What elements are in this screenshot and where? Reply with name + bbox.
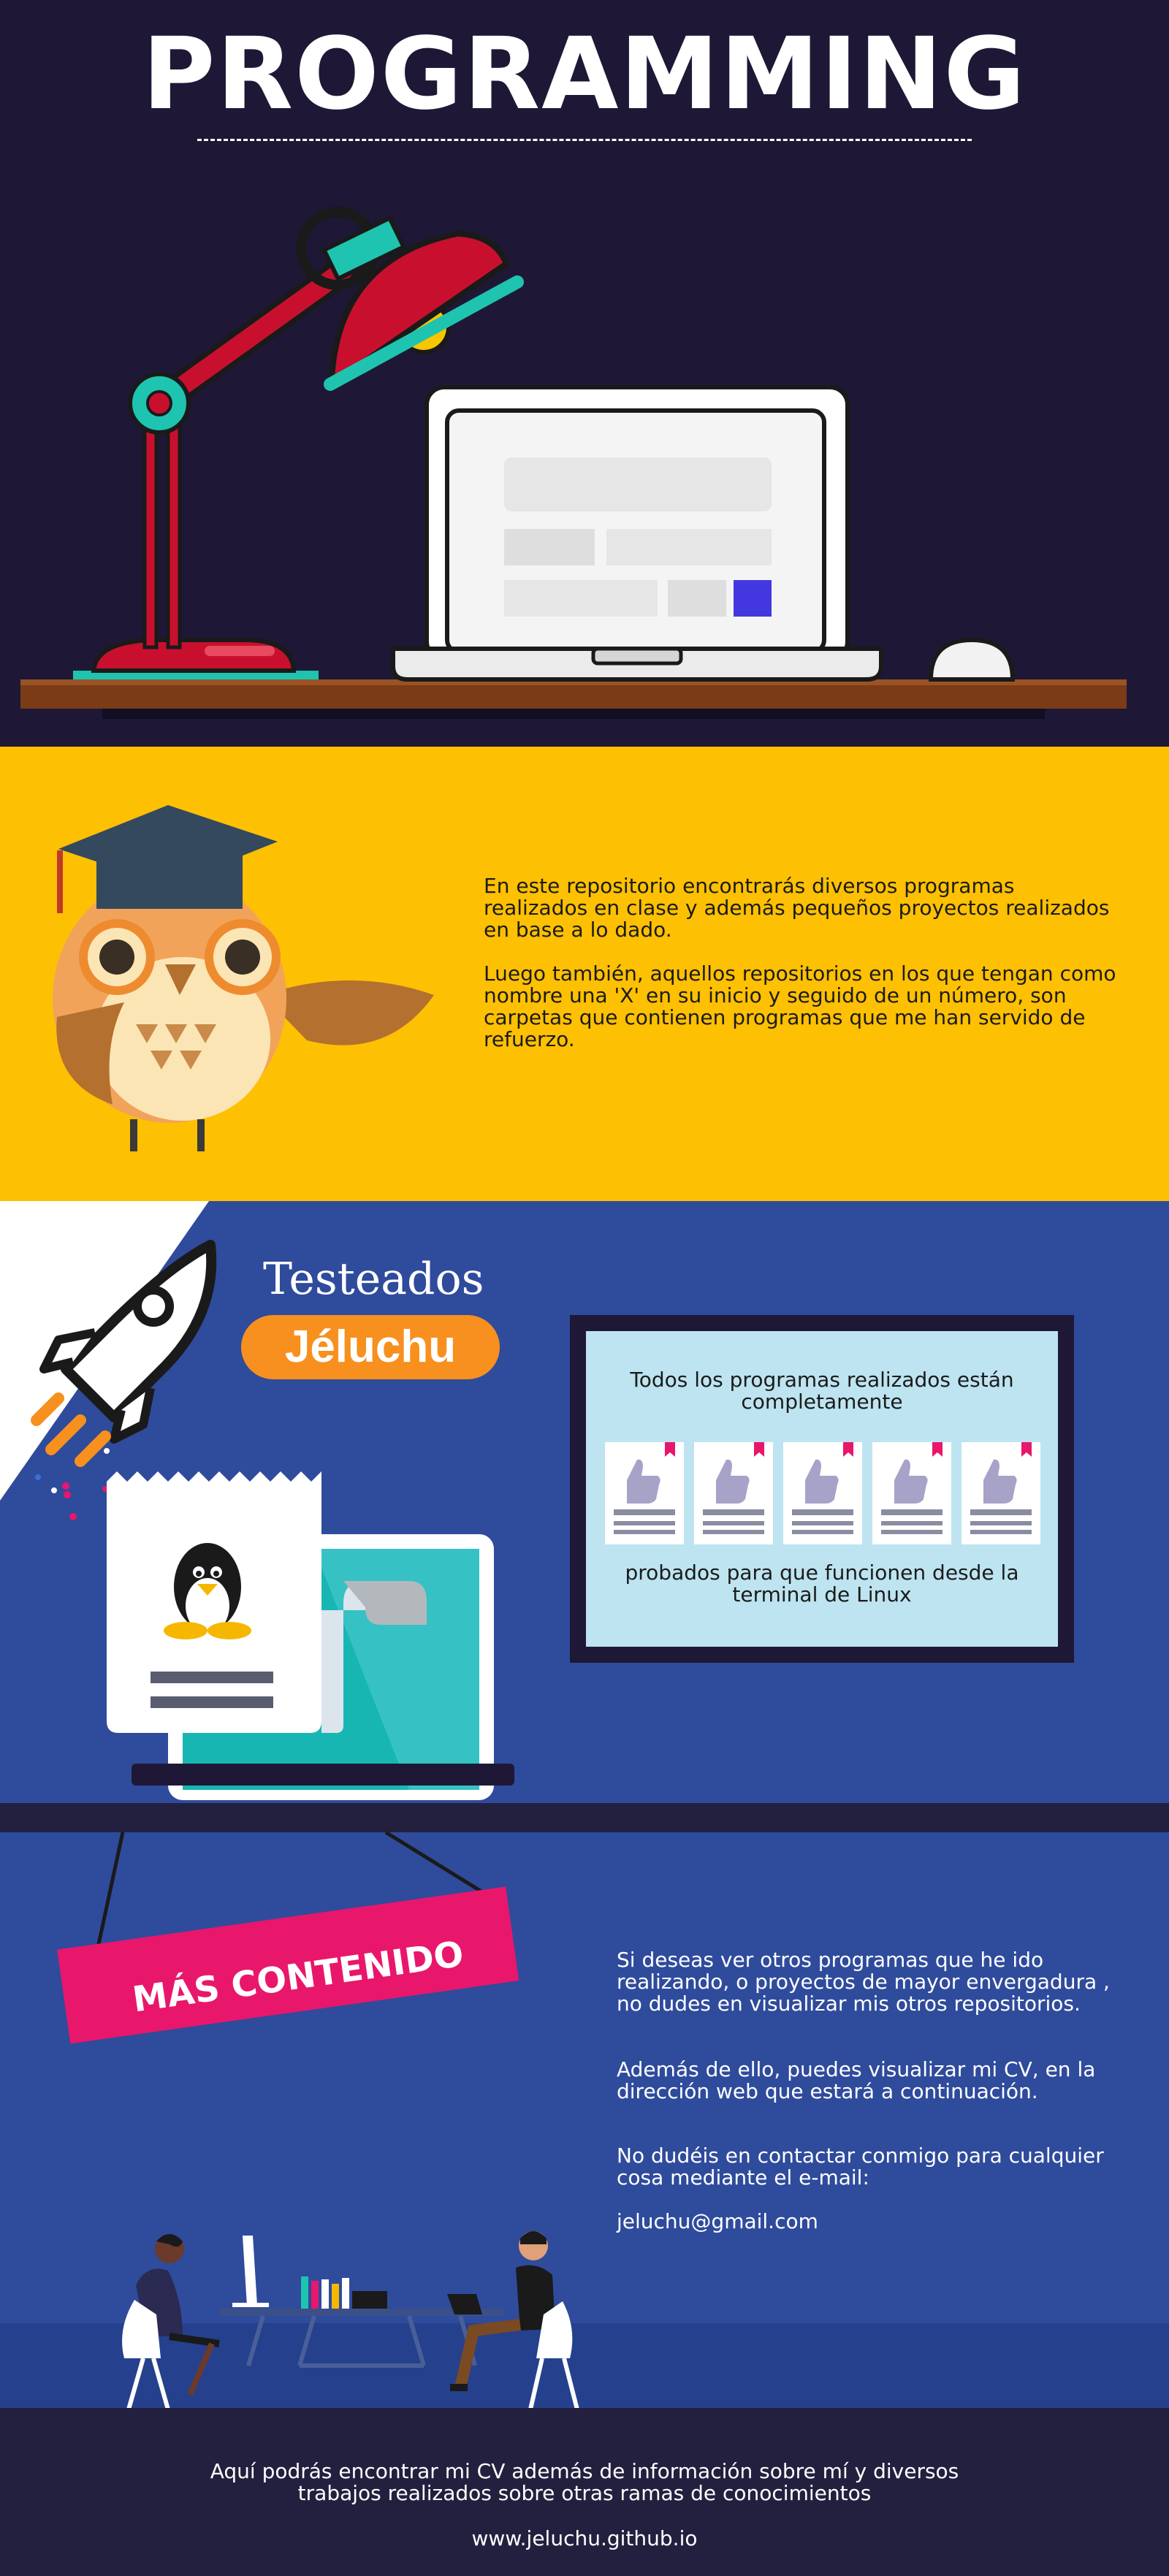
people-desk-icon — [122, 2231, 579, 2408]
intro-paragraph-2: Luego también, aquellos repositorios en … — [484, 961, 1116, 1051]
footer-text: Aquí podrás encontrar mi CV además de in… — [210, 2459, 959, 2505]
desk-lamp-icon — [73, 207, 524, 679]
like-cards — [605, 1442, 1040, 1544]
linux-tux-icon — [164, 1543, 251, 1639]
more-content-banner — [57, 1886, 519, 2044]
desk — [20, 679, 1127, 719]
tested-illustration — [0, 1201, 1074, 1800]
desk-illustration — [20, 207, 1127, 719]
more-paragraph-2: Además de ello, puedes visualizar mi CV,… — [617, 2057, 1096, 2103]
page-title: PROGRAMMING — [142, 17, 1027, 132]
owl-graduate-icon — [53, 805, 434, 1151]
cv-website-link[interactable]: www.jeluchu.github.io — [471, 2526, 698, 2550]
more-paragraph-3: No dudéis en contactar conmigo para cual… — [617, 2144, 1104, 2190]
more-illustration — [0, 1803, 1169, 2408]
more-content-section: MÁS CONTENIDO Si deseas ver otros progra… — [0, 1803, 1169, 2408]
footer-section: Aquí podrás encontrar mi CV además de in… — [0, 2408, 1169, 2576]
author-badge: Jéluchu — [284, 1322, 457, 1372]
intro-paragraph-1: En este repositorio encontrarás diversos… — [484, 874, 1110, 942]
more-paragraph-1: Si deseas ver otros programas que he ido… — [617, 1948, 1110, 2016]
header-section: PROGRAMMING — [0, 0, 1169, 747]
rocket-icon — [31, 1240, 217, 1498]
laptop-icon — [391, 385, 883, 682]
board-text-bottom: probados para que funcionen desde la ter… — [625, 1561, 1019, 1607]
contact-email-link[interactable]: jeluchu@gmail.com — [617, 2209, 818, 2233]
tested-section: Testeados Jéluchu Todos los programas re… — [0, 1201, 1169, 1803]
intro-section: En este repositorio encontrarás diversos… — [0, 747, 1169, 1201]
mouse-icon — [928, 637, 1016, 682]
tested-label: Testeados — [263, 1254, 484, 1305]
title-divider — [197, 139, 972, 141]
board-text-top: Todos los programas realizados están com… — [630, 1368, 1014, 1414]
